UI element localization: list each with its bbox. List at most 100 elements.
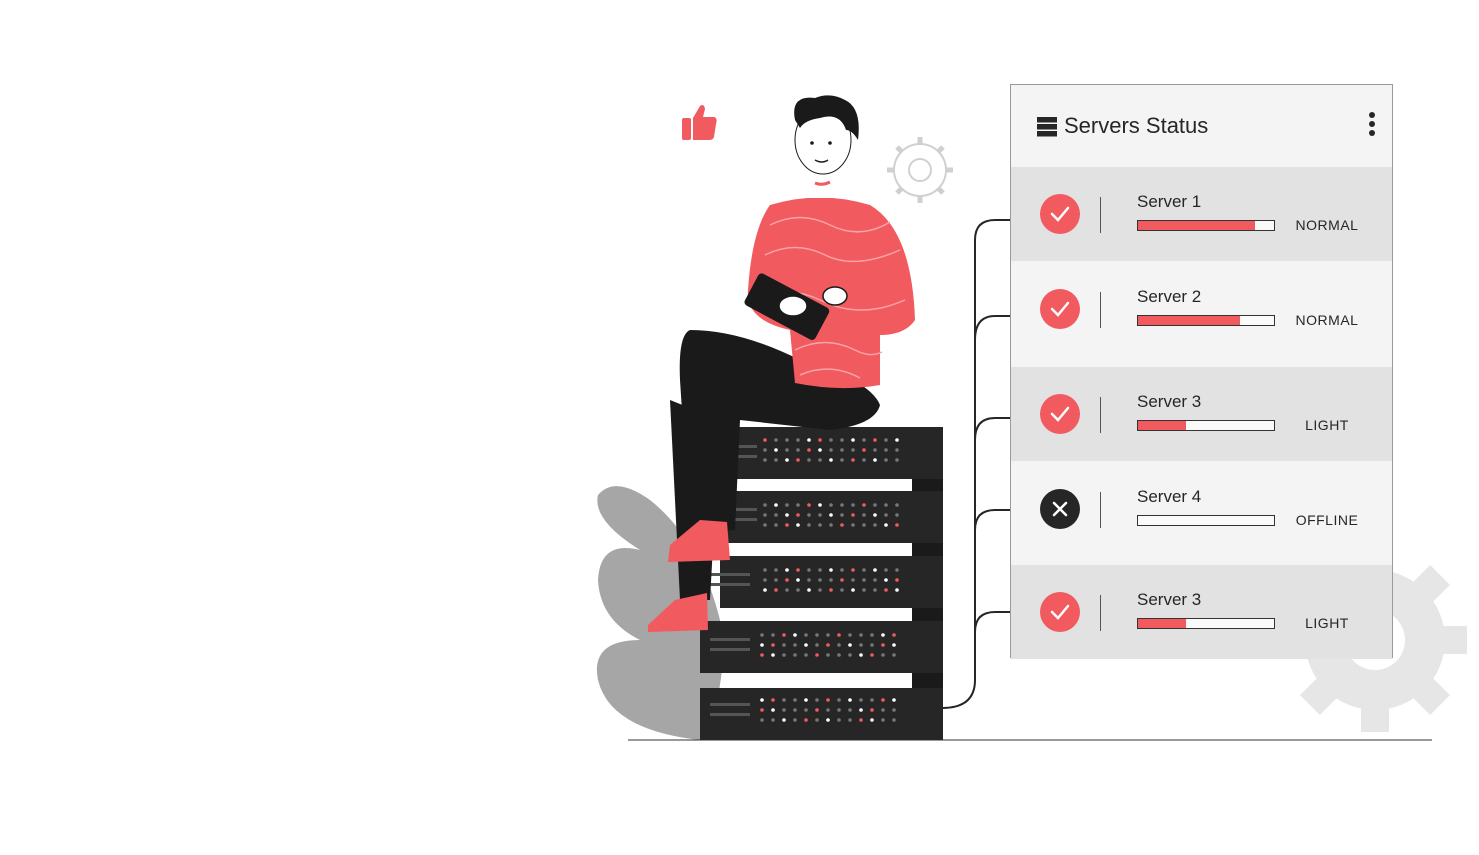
rack-led: [870, 698, 874, 702]
check-circle-icon: [1040, 194, 1080, 234]
rack-led: [881, 698, 885, 702]
rack-led: [807, 458, 811, 462]
rack-led: [818, 448, 822, 452]
load-bar-fill: [1138, 619, 1186, 628]
rack-led: [796, 568, 800, 572]
rack-led: [815, 718, 819, 722]
rack-led: [782, 708, 786, 712]
rack-led: [840, 578, 844, 582]
rack-led: [804, 718, 808, 722]
status-label: OFFLINE: [1295, 512, 1359, 528]
rack-led: [884, 503, 888, 507]
rack-led: [763, 438, 767, 442]
rack-led: [815, 653, 819, 657]
rack-led: [884, 588, 888, 592]
rack-led: [862, 448, 866, 452]
rack-led: [785, 503, 789, 507]
rack-led: [785, 523, 789, 527]
rack-led: [840, 588, 844, 592]
rack-led: [848, 633, 852, 637]
rack-led: [826, 653, 830, 657]
rack-led: [873, 523, 877, 527]
rack-led: [807, 513, 811, 517]
connection-lines: [941, 219, 1010, 709]
rack-led: [774, 588, 778, 592]
rack-led: [873, 438, 877, 442]
rack-led: [796, 578, 800, 582]
rack-led: [892, 643, 896, 647]
rack-led: [796, 438, 800, 442]
rack-led: [763, 503, 767, 507]
rack-led: [785, 513, 789, 517]
rack-led: [848, 708, 852, 712]
rack-led: [873, 503, 877, 507]
rack-led: [873, 578, 877, 582]
rack-led: [807, 568, 811, 572]
rack-led: [815, 698, 819, 702]
rack-led: [851, 448, 855, 452]
thumbs-up-icon: [682, 105, 717, 140]
rack-led: [862, 523, 866, 527]
status-label: LIGHT: [1305, 615, 1349, 631]
status-label: NORMAL: [1295, 312, 1359, 328]
rack-led: [760, 698, 764, 702]
rack-led: [771, 718, 775, 722]
rack-led: [851, 503, 855, 507]
rack-led: [793, 643, 797, 647]
rack-led: [837, 643, 841, 647]
rack-led: [829, 458, 833, 462]
rack-led: [870, 633, 874, 637]
rack-led: [796, 448, 800, 452]
rack-led: [818, 513, 822, 517]
rack-led: [818, 523, 822, 527]
rack-led: [884, 523, 888, 527]
rack-led: [837, 718, 841, 722]
rack-led: [848, 698, 852, 702]
rack-led: [859, 643, 863, 647]
rack-led: [793, 698, 797, 702]
rack-led: [884, 568, 888, 572]
rack-led: [873, 568, 877, 572]
load-bar-fill: [1138, 221, 1255, 230]
rack-led: [884, 458, 888, 462]
load-bar: [1137, 315, 1275, 326]
rack-led: [859, 718, 863, 722]
rack-led: [807, 448, 811, 452]
rack-led: [862, 458, 866, 462]
rack-led: [837, 698, 841, 702]
rack-led: [873, 588, 877, 592]
person-figure: [648, 95, 915, 632]
rack-led: [895, 448, 899, 452]
rack-led: [774, 523, 778, 527]
load-bar-fill: [1138, 316, 1240, 325]
check-circle-icon: [1040, 592, 1080, 632]
rack-led: [884, 448, 888, 452]
rack-led: [840, 503, 844, 507]
rack-led: [881, 643, 885, 647]
rack-led: [881, 718, 885, 722]
rack-led: [895, 523, 899, 527]
rack-led: [763, 448, 767, 452]
rack-led: [782, 653, 786, 657]
rack-led: [818, 503, 822, 507]
server-name: Server 1: [1137, 192, 1202, 211]
rack-led: [826, 698, 830, 702]
more-vertical-icon[interactable]: [1365, 111, 1379, 139]
rack-led: [884, 513, 888, 517]
rack-led: [884, 438, 888, 442]
rack-led: [818, 578, 822, 582]
rack-led: [859, 653, 863, 657]
rack-led: [796, 458, 800, 462]
rack-led: [881, 708, 885, 712]
rack-led: [895, 568, 899, 572]
rack-led: [785, 588, 789, 592]
server-name: Server 3: [1137, 392, 1202, 411]
rack-led: [862, 438, 866, 442]
rack-led: [829, 438, 833, 442]
rack-led: [829, 503, 833, 507]
